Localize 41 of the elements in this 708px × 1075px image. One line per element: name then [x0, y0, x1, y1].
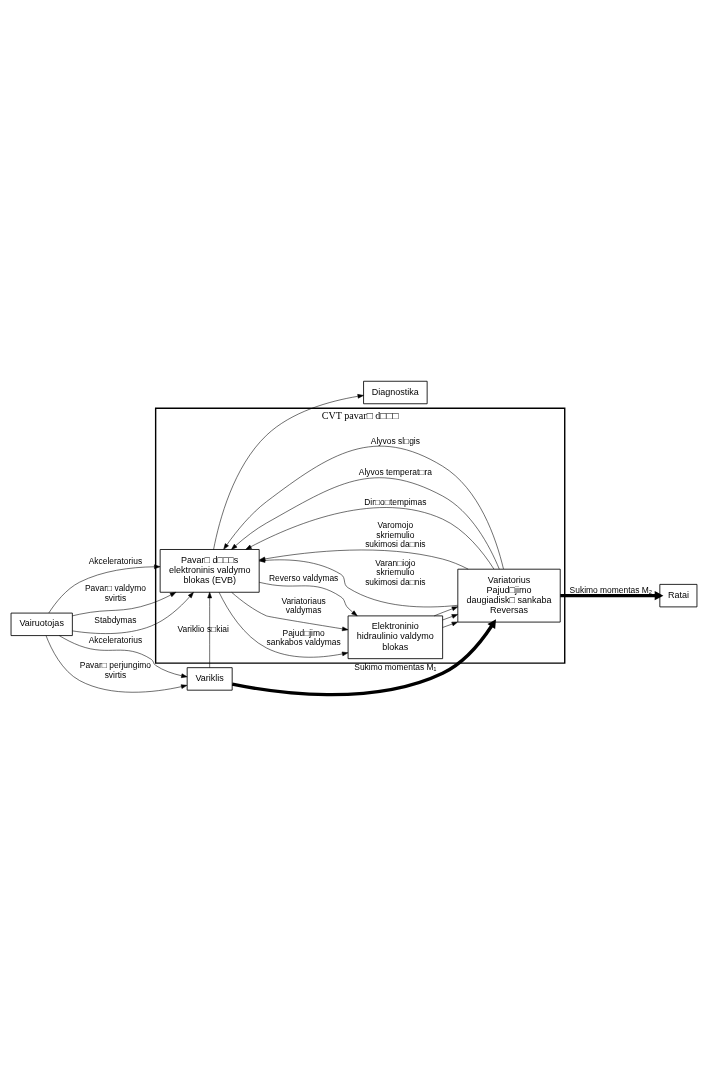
arrow: [231, 618, 496, 696]
arrow: [213, 393, 364, 550]
edge-label: Sukimo momentas M₁: [354, 661, 437, 672]
edge-label: Pavar□ valdymo svirtis: [84, 582, 146, 603]
edge-label: Variklio s□kiai: [177, 623, 229, 634]
arrow: [442, 621, 458, 628]
edge-label: Pavar□ perjungimo svirtis: [79, 659, 152, 680]
arrow: [72, 591, 177, 616]
edge-label: Alyvos sl□gis: [370, 435, 420, 446]
arrow: [231, 476, 500, 569]
edge-label: Alyvos temperat□ra: [358, 466, 432, 477]
edge-label: Reverso valdymas: [268, 572, 339, 583]
arrow: [45, 634, 188, 693]
arrow: [223, 445, 504, 569]
edge-label: Akceleratorius: [88, 634, 143, 645]
arrow: [207, 591, 212, 668]
arrow: [560, 590, 664, 600]
arrow: [231, 591, 349, 631]
edge-label: Varan□iojo skriemulio sukimosi da□nis: [365, 557, 426, 587]
arrow: [259, 581, 358, 616]
edge-label: Pajud□jimo sankabos valdymas: [266, 627, 341, 647]
arrow: [433, 606, 459, 616]
node-box: Pavar□ d□□□s elektroninis valdymo blokas (EVB): [159, 548, 260, 593]
edge-label: Stabdymas: [94, 614, 137, 625]
edge-label: Akceleratorius: [88, 555, 143, 566]
arrow: [48, 564, 161, 613]
arrow: [245, 506, 495, 569]
arrow: [72, 591, 194, 634]
node-box: Variatorius Pajud□jimo daugiadisk□ sankaba Reversas: [457, 568, 561, 622]
node-box: Ratai: [659, 583, 698, 607]
edge-label: Dir□o□tempimas: [364, 496, 427, 507]
edge-label: Variatoriaus valdymas: [281, 595, 326, 615]
arrow: [218, 591, 349, 658]
node-box: Diagnostika: [363, 380, 428, 404]
arrow: [442, 613, 458, 620]
arrow: [58, 634, 188, 678]
edge-label: Sukimo momentas M₂: [569, 584, 653, 595]
node-box: Elektroninio hidraulinio valdymo blokas: [347, 615, 444, 659]
node-box: Variklis: [186, 666, 233, 691]
edge-label: Varomojo skriemulio sukimosi da□nis: [365, 519, 426, 549]
node-box: Vairuotojas: [10, 612, 73, 636]
